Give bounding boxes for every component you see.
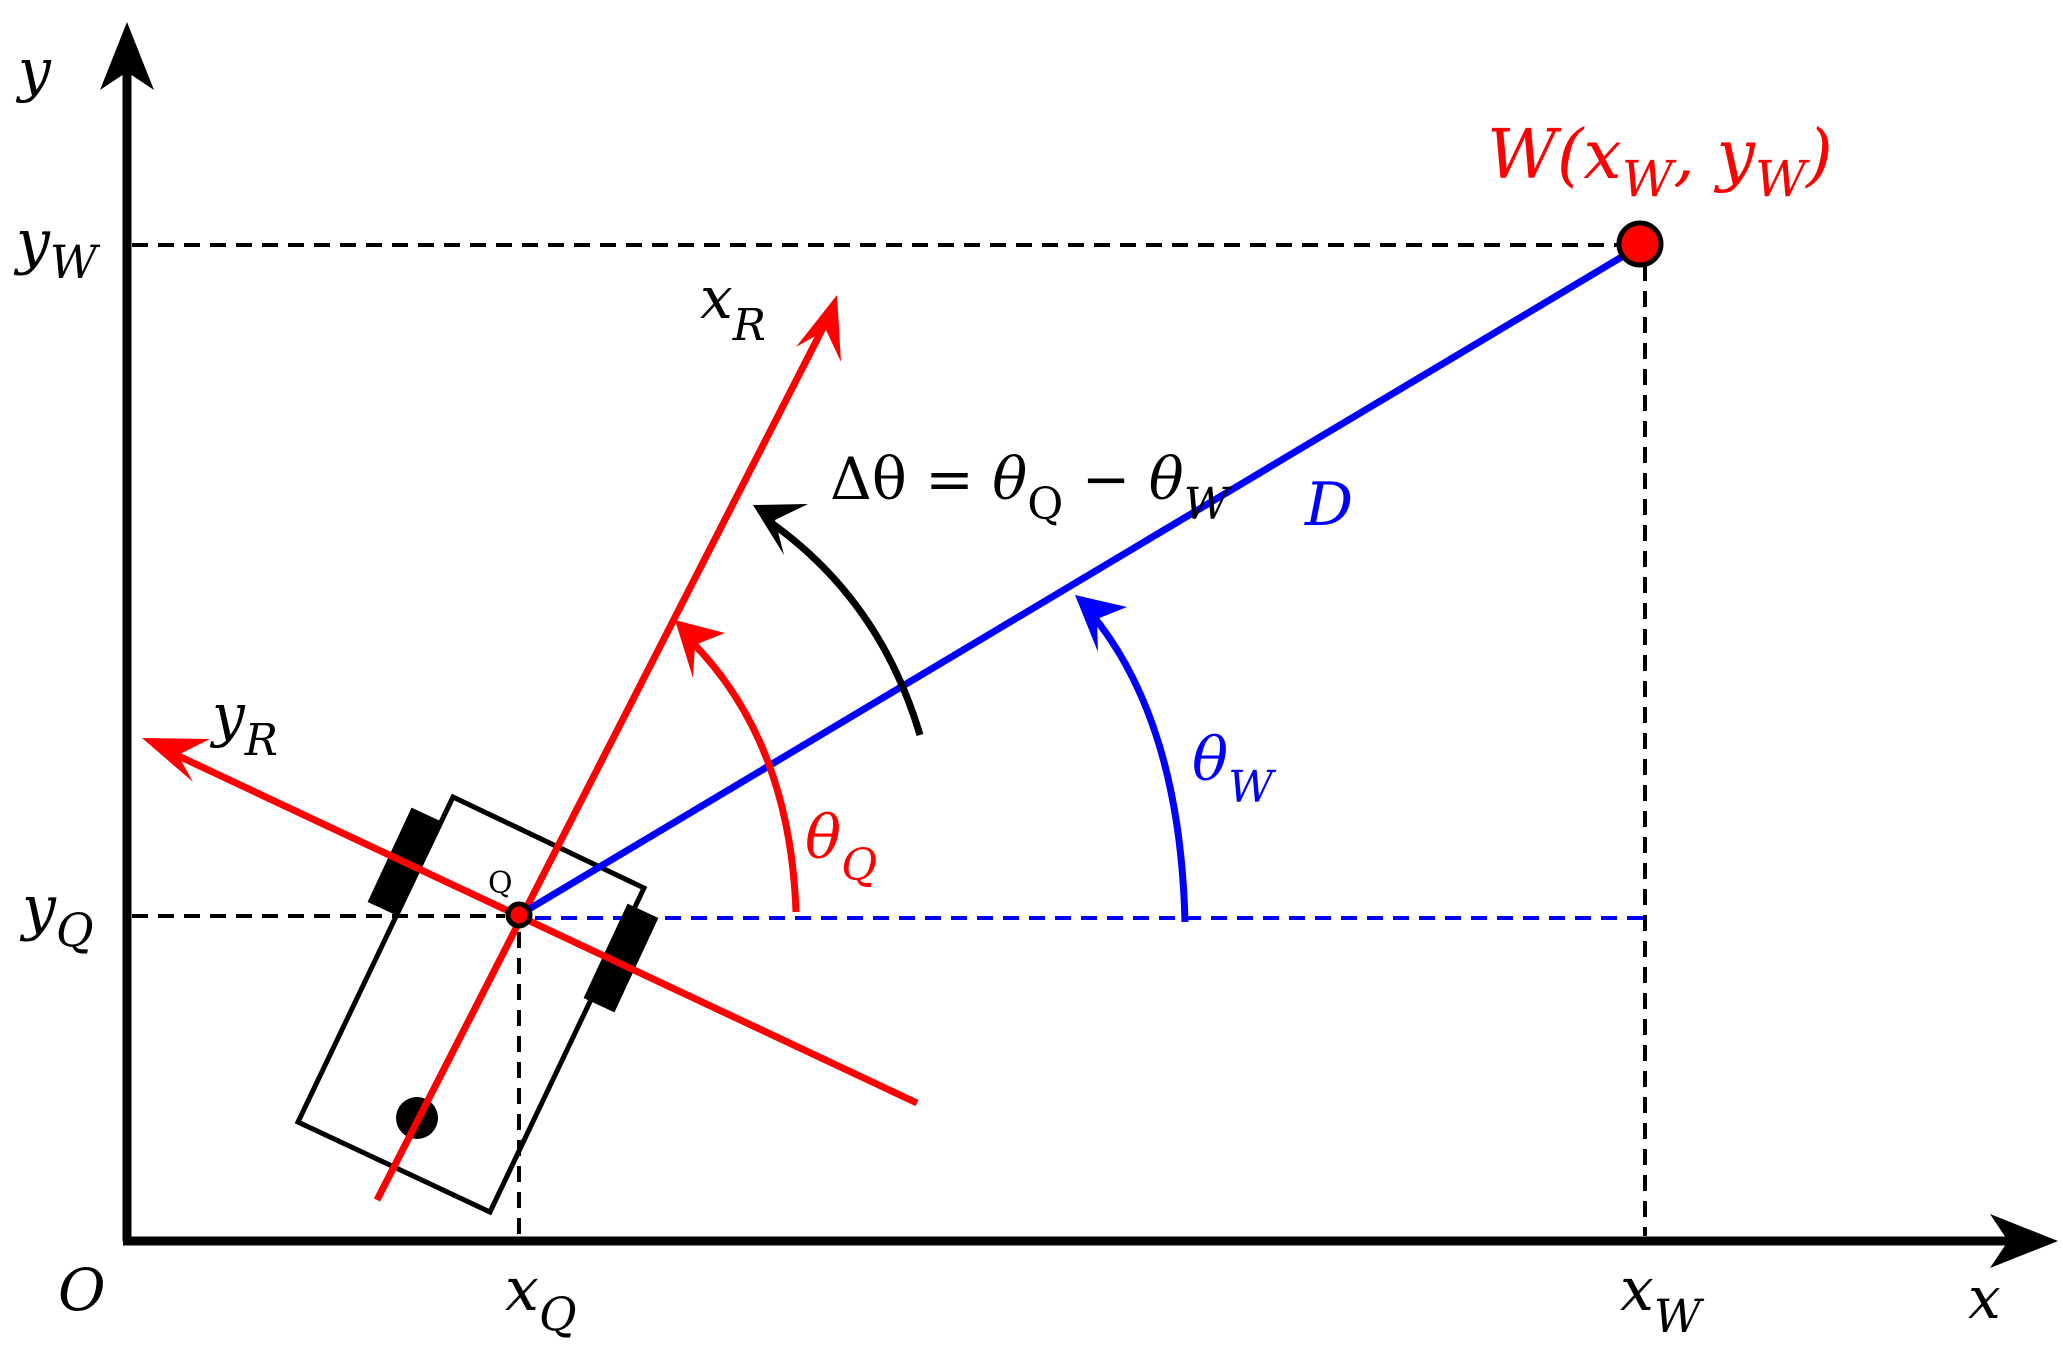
theta-q-arc	[687, 637, 800, 913]
robot-frame	[142, 295, 919, 1202]
y-axis-arrowhead-icon	[100, 22, 154, 90]
labels: y x O yW yQ xQ xW W(xW, yW) xR yR Q D θQ…	[13, 36, 2001, 1343]
xq-tick-label: xQ	[505, 1255, 577, 1341]
xr-arrowhead-icon	[796, 295, 841, 362]
y-axis-label: y	[15, 36, 52, 104]
theta-w-arc	[1087, 609, 1189, 923]
projection-lines	[132, 243, 1650, 1236]
delta-theta-equation: Δθ = θQ − θW	[830, 445, 1233, 530]
q-center-label: Q	[488, 866, 513, 901]
yr-axis	[168, 748, 919, 1107]
xr-axis	[373, 320, 830, 1202]
delta-theta-arc	[767, 519, 924, 736]
xw-tick-label: xW	[1620, 1255, 1705, 1343]
distance-label: D	[1304, 470, 1353, 540]
robot-center-q	[505, 901, 533, 929]
theta-q-arrowhead-icon	[675, 620, 725, 678]
target-point-label: W(xW, yW)	[1487, 116, 1833, 208]
right-wheel	[583, 903, 659, 1013]
angle-arcs	[675, 504, 1189, 923]
robot-chassis	[294, 793, 648, 1216]
theta-q-label: θQ	[805, 803, 877, 891]
theta-w-label: θW	[1192, 725, 1277, 813]
delta-theta-arrowhead-icon	[753, 504, 808, 555]
xr-label: xR	[700, 264, 766, 351]
theta-w-arrowhead-icon	[1075, 595, 1127, 652]
target-point-w	[1616, 220, 1664, 268]
origin-label: O	[58, 1256, 106, 1324]
x-axis-arrowhead-icon	[1990, 1214, 2058, 1268]
distance-line-d	[517, 251, 1627, 919]
yr-arrowhead-icon	[142, 738, 210, 782]
yw-tick-label: yW	[13, 207, 101, 289]
coordinate-axes	[100, 22, 2058, 1268]
yq-tick-label: yQ	[19, 873, 94, 957]
x-axis-label: x	[1968, 1264, 2001, 1332]
yr-label: yR	[209, 681, 278, 766]
